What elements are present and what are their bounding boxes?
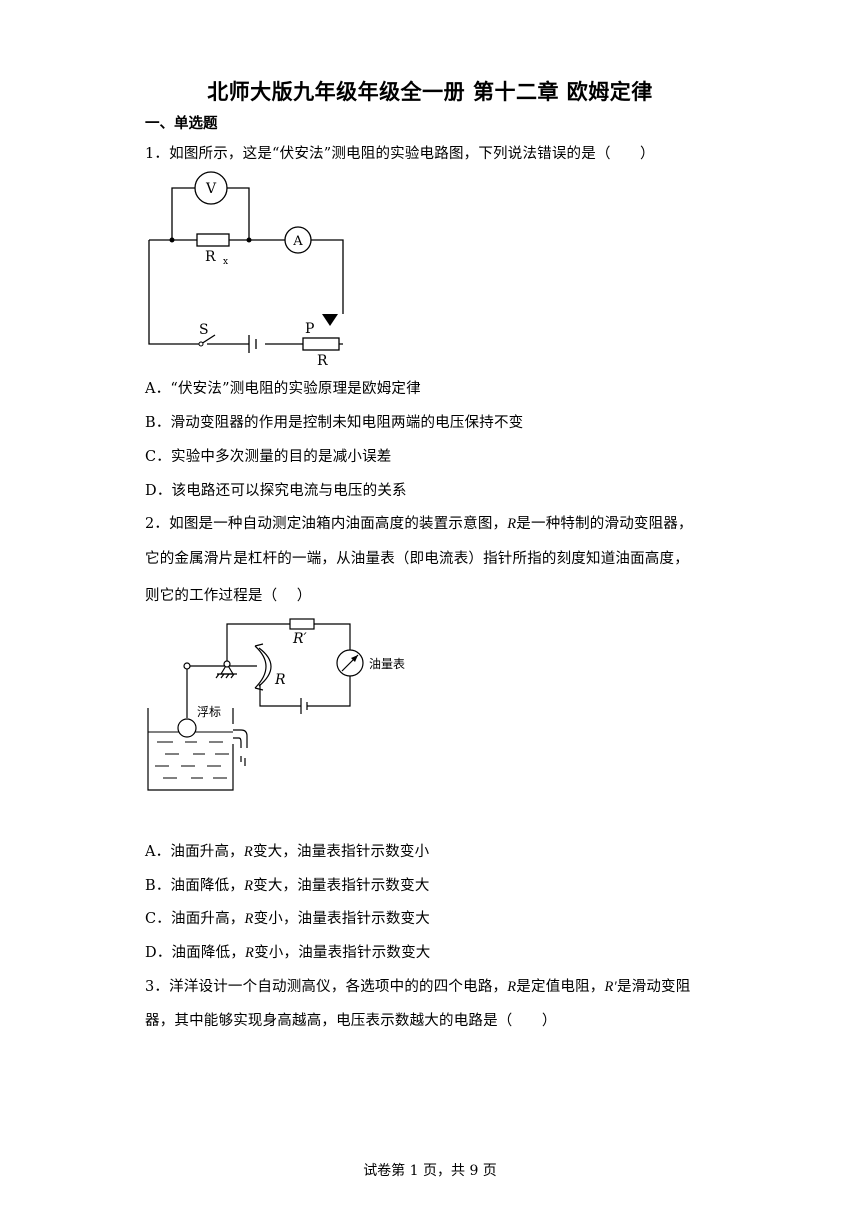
q2-stem-line2: 它的金属滑片是杠杆的一端，从油量表（即电流表）指针所指的刻度知道油面高度， (145, 551, 689, 567)
rheostat-r (302, 337, 340, 351)
q1-option-a: A．“伏安法”测电阻的实验原理是欧姆定律 (145, 381, 421, 397)
voltmeter-label: V (205, 181, 217, 197)
q2-option-b: B．油面降低，R变大，油量表指针示数变大 (145, 878, 430, 894)
q1-option-b: B．滑动变阻器的作用是控制未知电阻两端的电压保持不变 (145, 415, 524, 431)
rheostat-r-label: R (274, 672, 286, 688)
rprime-label: R′ (292, 631, 308, 647)
q2-option-d: D．油面降低，R变小，油量表指针示数变大 (145, 945, 431, 961)
page-title: 北师大版九年级年级全一册 第十二章 欧姆定律 (207, 80, 653, 104)
oil-meter-label: 油量表 (369, 657, 405, 671)
q2-option-c: C．油面升高，R变小，油量表指针示数变大 (145, 911, 430, 927)
q1-option-c: C．实验中多次测量的目的是减小误差 (145, 449, 392, 465)
q3-stem-line1: 3．洋洋设计一个自动测高仪，各选项中的的四个电路，R是定值电阻，R′是滑动变阻 (145, 979, 691, 995)
resistor-rx (196, 233, 230, 247)
q2-option-a: A．油面升高，R变大，油量表指针示数变小 (145, 844, 430, 860)
q1-stem: 1．如图所示，这是“伏安法”测电阻的实验电路图，下列说法错误的是（ ） (145, 146, 655, 162)
resistor-rprime (289, 618, 315, 630)
q1-option-d: D．该电路还可以探究电流与电压的关系 (145, 483, 407, 499)
float-label: 浮标 (197, 705, 221, 719)
float-icon (177, 718, 197, 738)
slider-label: P (305, 321, 314, 337)
ammeter-label: A (292, 234, 303, 249)
rheostat-label: R (317, 353, 328, 369)
ammeter-icon (284, 226, 312, 254)
q3-stem-line2: 器，其中能够实现身高越高，电压表示数越大的电路是（ ） (145, 1013, 557, 1029)
q2-stem-line1: 2．如图是一种自动测定油箱内油面高度的装置示意图，R是一种特制的滑动变阻器， (145, 516, 693, 532)
switch-label: S (199, 322, 209, 338)
q2-oil-gauge-diagram: R′ 油量表 R 浮标 (147, 618, 405, 791)
rx-label: R (205, 249, 216, 265)
section-heading: 一、单选题 (145, 116, 218, 132)
q1-circuit-diagram: V A R x S P R (148, 171, 344, 369)
page-footer: 试卷第 1 页，共 9 页 (363, 1163, 497, 1179)
q2-stem-line3: 则它的工作过程是（ ） (145, 588, 312, 604)
voltmeter-icon (194, 171, 228, 205)
rx-subscript: x (223, 257, 228, 267)
